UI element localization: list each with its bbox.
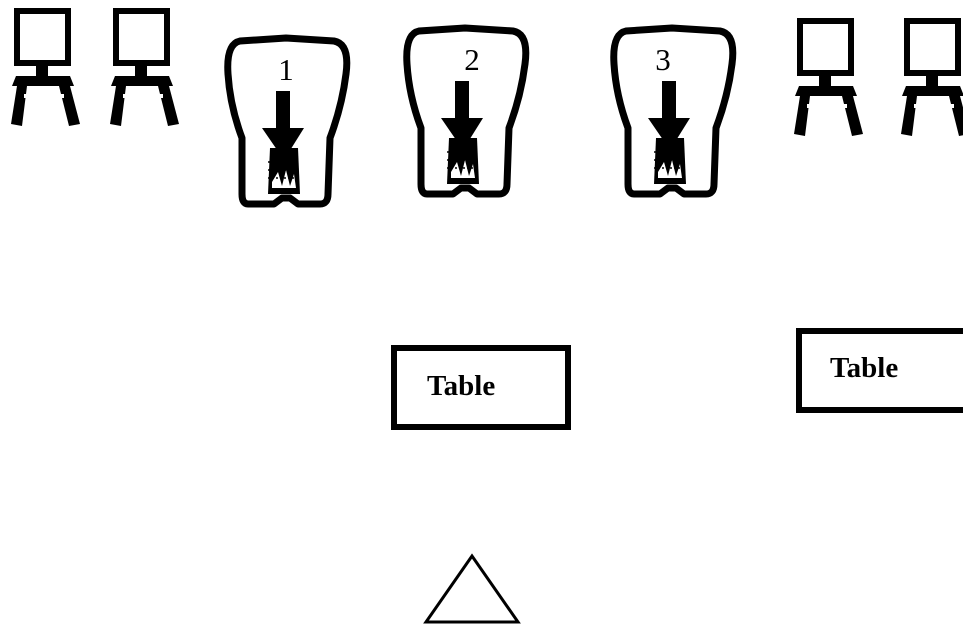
triangle-icon [423,553,521,624]
cow-number-label: 2 [464,42,480,77]
chair-icon [11,11,80,126]
table-label: Table [427,370,495,402]
table-box: Table [391,345,571,430]
chair-icon [794,21,863,136]
cow-rear-icon [614,28,733,194]
cow-number-label: 3 [655,42,671,77]
chair-icon [110,11,179,126]
chair-icon [901,21,963,136]
cow-number-label: 1 [278,52,294,87]
table-box: Table [796,328,963,413]
table-label: Table [830,352,898,384]
